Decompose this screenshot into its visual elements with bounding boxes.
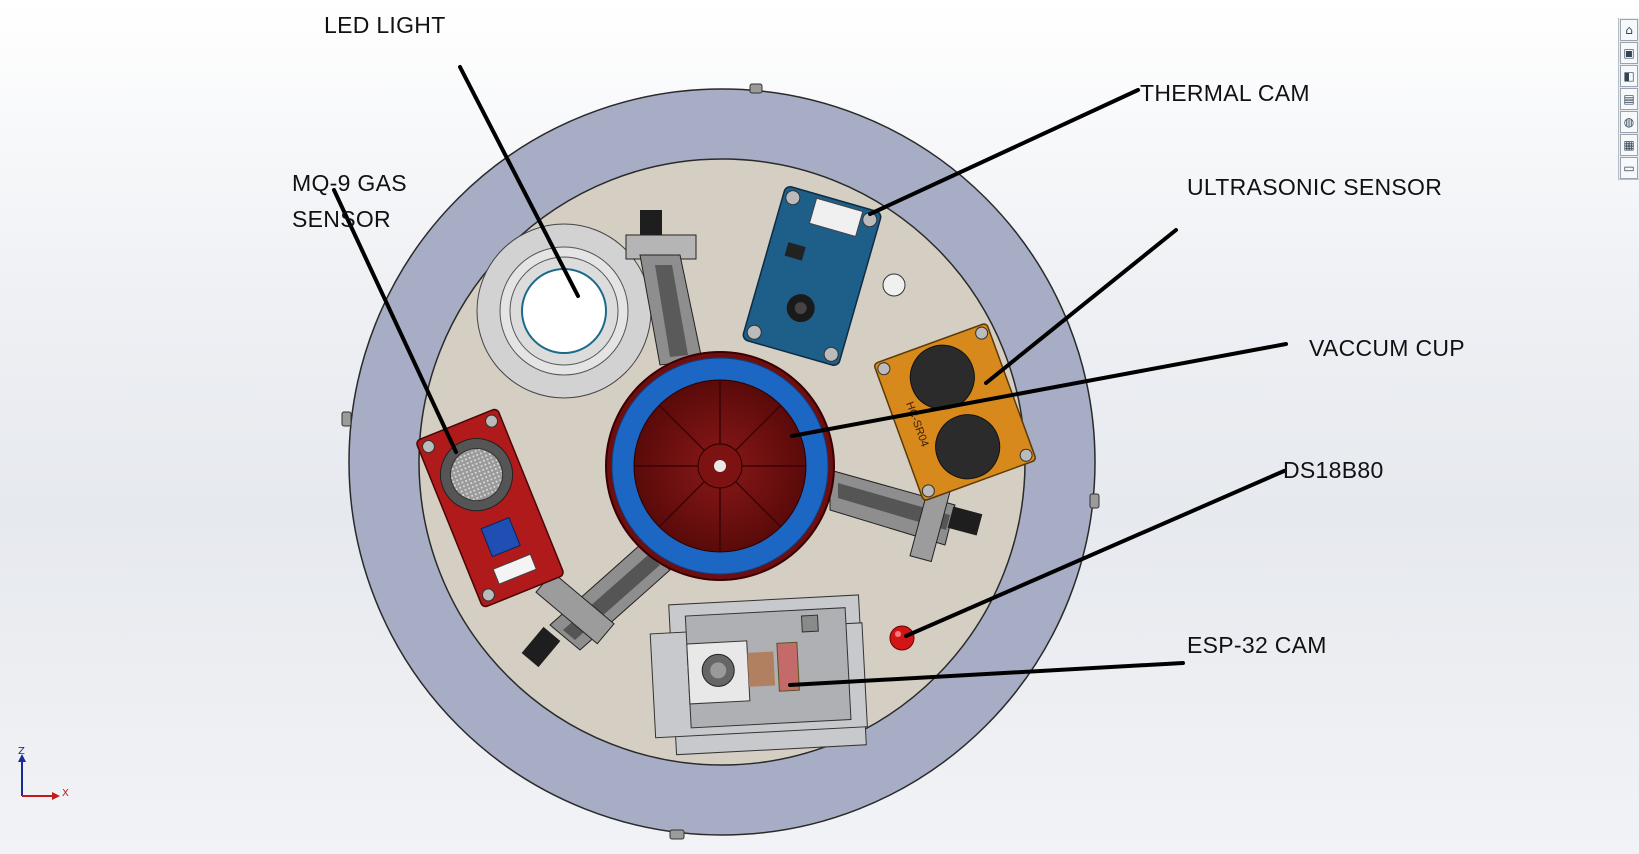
- triad-x-label: X: [62, 788, 69, 799]
- esp32-cam-module: [649, 594, 868, 756]
- ultrasonic-sensor-board: HC-SR04: [874, 323, 1036, 501]
- label-vaccum-cup: VACCUM CUP: [1309, 335, 1465, 361]
- coordinate-triad: Z X: [14, 746, 69, 807]
- appearance-icon[interactable]: ◍: [1620, 111, 1638, 133]
- label-thermal-cam: THERMAL CAM: [1140, 80, 1310, 106]
- leader-ultrasonic: [984, 228, 1178, 385]
- leader-esp32: [788, 661, 1185, 687]
- home-view-icon[interactable]: ⌂: [1620, 19, 1638, 41]
- label-mq9-line1: MQ-9 GAS: [292, 170, 407, 196]
- leader-ds18b80: [904, 469, 1286, 638]
- display-style-icon[interactable]: ▤: [1620, 88, 1638, 110]
- leader-led-light: [458, 65, 580, 298]
- label-ds18b80: DS18B80: [1283, 457, 1384, 483]
- section-view-icon[interactable]: ◧: [1620, 65, 1638, 87]
- led-light: [476, 223, 652, 399]
- view-settings-icon[interactable]: ▭: [1620, 157, 1638, 179]
- scene-icon[interactable]: ▦: [1620, 134, 1638, 156]
- leader-vaccum-cup: [790, 342, 1288, 438]
- ds18b80-sensor: [889, 625, 915, 651]
- arm-right: [829, 469, 983, 563]
- leader-thermal-cam: [868, 88, 1140, 216]
- view-orientation-icon[interactable]: ▣: [1620, 42, 1638, 64]
- triad-z-label: Z: [18, 746, 25, 757]
- label-mq9-line2: SENSOR: [292, 206, 391, 232]
- vacuum-cup: [605, 351, 835, 581]
- mq9-gas-sensor-board: [416, 408, 564, 608]
- leader-mq9: [332, 188, 458, 454]
- leader-lines: [332, 65, 1288, 687]
- label-ultrasonic: ULTRASONIC SENSOR: [1187, 174, 1443, 200]
- label-led-light: LED LIGHT: [324, 12, 446, 38]
- thermal-cam-board: [742, 185, 882, 367]
- label-esp32: ESP-32 CAM: [1187, 632, 1327, 658]
- view-toolbar: ⌂ ▣ ◧ ▤ ◍ ▦ ▭: [1618, 18, 1639, 180]
